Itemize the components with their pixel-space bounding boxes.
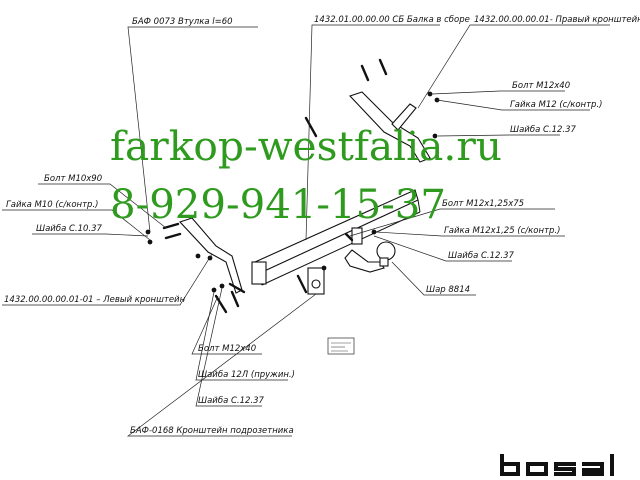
- nut-bottom-1: [211, 287, 217, 293]
- nut-left-2: [147, 239, 153, 245]
- socket-hole: [311, 279, 321, 289]
- bolt-left-3: [228, 282, 246, 294]
- bolt-socket: [296, 274, 308, 294]
- nut-top-1: [427, 91, 433, 97]
- nut-bottom-2: [219, 283, 225, 289]
- watermark-phone: 8-929-941-15-37: [110, 182, 446, 228]
- label-bolt-m12x40-bottom: Болт M12x40: [198, 344, 256, 354]
- watermark-site: farkop-westfalia.ru: [110, 124, 502, 170]
- nut-right-2: [321, 265, 327, 271]
- left-mount-plate: [251, 261, 267, 285]
- label-bolt-m12x40-top: Болт M12x40: [512, 81, 570, 91]
- bolt-top-3: [304, 116, 318, 138]
- ball-mount-plate: [351, 227, 363, 245]
- leader-lines: [2, 24, 610, 437]
- label-washer-c1237-bottom: Шайба C.12.37: [198, 396, 265, 406]
- label-bolt-m10x90: Болт M10x90: [44, 174, 102, 184]
- nut-top-3: [432, 133, 438, 139]
- watermark: farkop-westfalia.ru 8-929-941-15-37: [110, 124, 502, 228]
- tow-ball-neck: [379, 257, 389, 267]
- label-washer-12l: Шайба 12Л (пружин.): [198, 370, 295, 380]
- label-washer-c1037: Шайба C.10.37: [36, 224, 103, 234]
- right-bracket: [349, 91, 431, 163]
- label-socket-bracket: БАФ-0168 Кронштейн подрозетника: [130, 426, 294, 436]
- label-ball: Шар 8814: [426, 285, 470, 295]
- wiring-plate: [327, 337, 355, 355]
- label-nut-m12-top: Гайка M12 (с/контр.): [510, 100, 602, 110]
- bolt-left-1: [162, 222, 180, 230]
- bolt-top-2: [378, 58, 388, 76]
- bolt-right-1: [344, 232, 354, 242]
- label-washer-c1237-right: Шайба C.12.37: [448, 251, 515, 261]
- label-washer-c1237-top: Шайба C.12.37: [510, 125, 577, 135]
- right-bracket-flange: [391, 103, 417, 131]
- part-labels: БАФ 0073 Втулка l=60 1432.01.00.00.00 СБ…: [4, 15, 640, 436]
- bolt-bottom-2: [230, 290, 240, 308]
- label-sleeve: БАФ 0073 Втулка l=60: [132, 17, 233, 27]
- tow-ball: [376, 241, 396, 261]
- nut-left-3: [195, 253, 201, 259]
- bosal-logo: [500, 454, 614, 476]
- bolt-bottom-1: [214, 294, 228, 314]
- nut-left-1: [145, 229, 151, 235]
- label-beam: 1432.01.00.00.00 СБ Балка в сборе: [314, 15, 470, 25]
- beam-end-right: [417, 199, 421, 213]
- label-nut-m12x125: Гайка M12x1,25 (с/контр.): [444, 226, 560, 236]
- label-bolt-m12x125x75: Болт M12x1,25x75: [442, 199, 524, 209]
- bolt-top-1: [360, 64, 370, 82]
- beam-lower-edge: [261, 211, 421, 286]
- label-left-bracket: 1432.00.00.00.01-01 – Левый кронштейн: [4, 295, 186, 305]
- label-right-bracket: 1432.00.00.00.01- Правый кронштейн: [474, 15, 640, 25]
- bolt-left-2: [164, 232, 182, 240]
- nut-right-1: [371, 229, 377, 235]
- towbar-drawing: [145, 58, 440, 355]
- label-nut-m10: Гайка M10 (с/контр.): [6, 200, 98, 210]
